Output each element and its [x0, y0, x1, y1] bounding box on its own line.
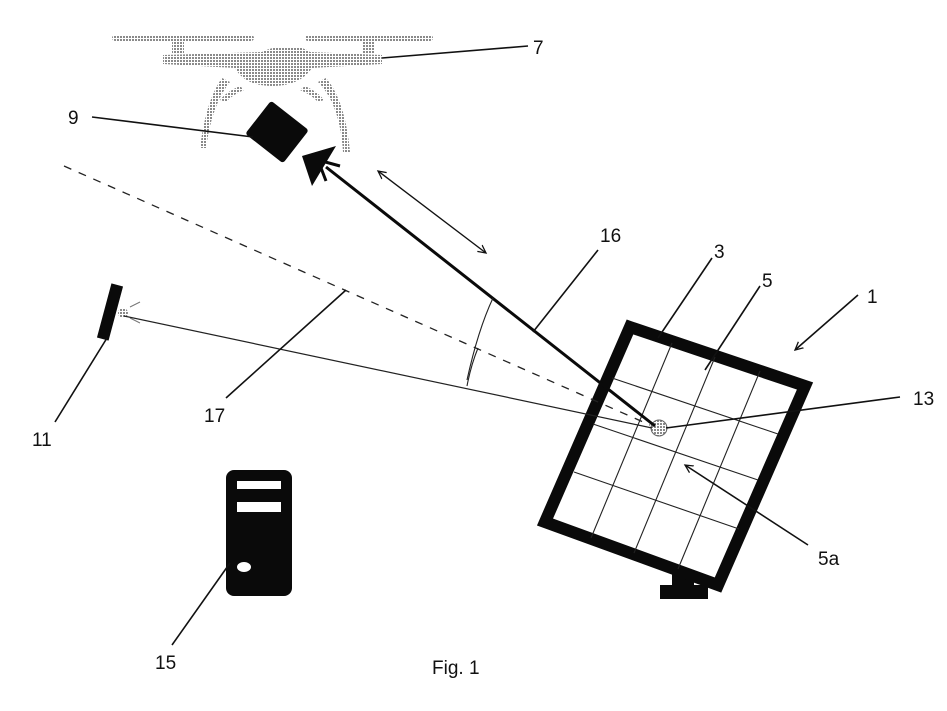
light-source: [97, 283, 140, 340]
drone-body: [163, 47, 382, 86]
module-frame: [545, 327, 805, 585]
computer-drive-bay-1: [237, 481, 281, 489]
figure-caption: Fig. 1: [432, 658, 480, 679]
camera-line-of-sight: [326, 167, 655, 426]
ref-label-1: 1: [867, 287, 878, 308]
light-spot: [651, 420, 667, 436]
distance-double-arrow: [378, 171, 486, 253]
ref-label-5a: 5a: [818, 549, 840, 570]
ref-label-15: 15: [155, 653, 176, 674]
ref-label-13: 13: [913, 389, 934, 410]
leader-1: [795, 295, 858, 350]
light-rays-icon: [130, 302, 140, 323]
leader-9: [92, 117, 253, 137]
drone-leg-left: [200, 78, 230, 148]
leader-7: [382, 46, 528, 58]
leader-17: [226, 290, 346, 398]
ref-label-9: 9: [68, 108, 79, 129]
ref-label-17: 17: [204, 406, 225, 427]
ref-label-5: 5: [762, 271, 773, 292]
ref-label-3: 3: [714, 242, 725, 263]
drone-motor-right: [362, 40, 374, 54]
computer-power-button: [237, 562, 251, 572]
angle-arc-inner: [467, 348, 478, 386]
ref-label-16: 16: [600, 226, 621, 247]
drone-leg-right: [318, 78, 350, 152]
leader-16: [533, 250, 598, 332]
ref-label-7: 7: [533, 38, 544, 59]
module-mount-base: [660, 585, 708, 599]
solar-module: [545, 327, 805, 599]
computer-drive-bay-2: [237, 502, 281, 512]
leader-3: [658, 258, 712, 338]
drone-leg-right-inner: [300, 86, 324, 102]
drone-motor-left: [172, 40, 184, 54]
ref-label-11: 11: [32, 430, 52, 451]
leader-15: [172, 563, 230, 645]
leader-11: [55, 338, 107, 422]
computer: [226, 470, 292, 596]
camera-body: [245, 101, 309, 164]
